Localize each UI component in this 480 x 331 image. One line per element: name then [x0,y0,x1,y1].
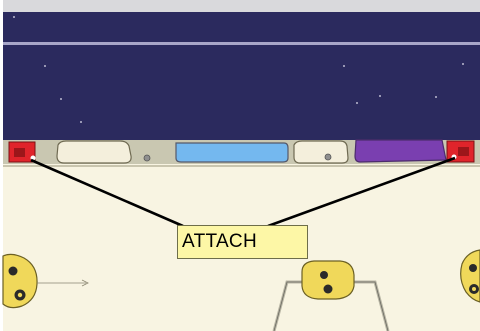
rail-screw [143,154,151,162]
right-bracket [460,249,480,303]
attach-callout-label: ATTACH [177,225,308,259]
speck [80,121,82,123]
leader-line-right [267,156,456,228]
leader-line-left [30,158,184,228]
panel-specks [13,16,464,123]
left-bracket [2,253,38,309]
speck [462,63,464,65]
left-cutout [56,140,132,164]
center-cutout [175,142,289,163]
top-strip [3,0,480,12]
tray-guide-arrow [81,279,89,287]
speck [435,96,437,98]
center-bracket [272,260,390,331]
left-clip [8,141,36,163]
speck [379,95,381,97]
speck [13,16,15,18]
speck [356,102,358,104]
speck [60,98,62,100]
dark-panel [3,12,480,142]
speck [44,65,46,67]
purple-cutout [354,139,447,163]
panel-seam-line [3,42,480,45]
rail-screw [324,153,332,161]
right-cutout [293,140,349,164]
speck [343,65,345,67]
